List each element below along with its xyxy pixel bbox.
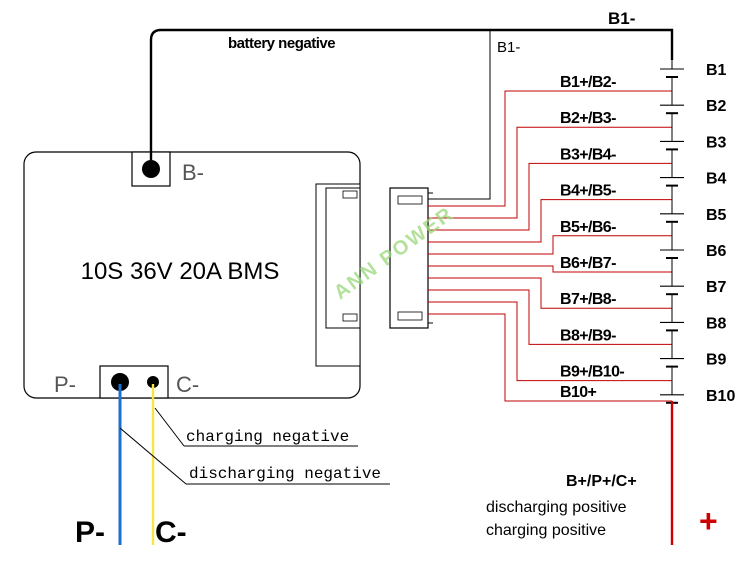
balance-wires: B1+/B2- B2+/B3- B3+/B4- B4+/B5- B5+/B6- B6+/B…: [428, 74, 672, 402]
discharging-negative-callout: [119, 427, 390, 485]
cell-label: B3: [706, 134, 727, 151]
discharging-negative-label: discharging negative: [189, 465, 381, 483]
b-minus-terminal-dot: [142, 160, 160, 178]
discharging-positive-label: discharging positive: [486, 499, 627, 516]
balance-wire-label: B7+/B8-: [560, 291, 616, 308]
balance-wire-label: B5+/B6-: [560, 219, 616, 236]
balance-wire: [428, 162, 672, 231]
balance-wire: [428, 199, 672, 243]
cell-label: B2: [706, 98, 727, 115]
positive-terminal-title: B+/P+/C+: [566, 473, 637, 490]
cell-label: B1: [706, 62, 727, 79]
cell-label: B5: [706, 207, 727, 224]
charging-negative-label: charging negative: [186, 428, 349, 446]
balance-wire-label: B6+/B7-: [560, 255, 616, 272]
balance-wire-label: B8+/B9-: [560, 327, 616, 344]
b1-minus-connector-label: B1-: [497, 39, 520, 56]
plus-sign: +: [699, 503, 718, 539]
balance-plug: [389, 187, 433, 329]
balance-wire-label: B3+/B4-: [560, 146, 616, 163]
balance-wire-label: B9+/B10-: [560, 364, 624, 381]
cell-label: B10: [706, 388, 735, 405]
balance-wire-label: B10+: [560, 384, 597, 401]
balance-wire: [428, 301, 672, 382]
p-minus-terminal-dot: [111, 373, 129, 391]
battery-negative-wire: [149, 28, 674, 200]
battery-negative-label: battery negative: [228, 35, 335, 52]
balance-wire: [428, 313, 672, 402]
balance-wire: [428, 265, 672, 273]
charging-negative-callout: [154, 407, 358, 447]
c-minus-big-label: C-: [155, 516, 187, 549]
balance-wire-label: B4+/B5-: [560, 183, 616, 200]
board-connector-socket: [315, 183, 361, 367]
cell-label: B9: [706, 352, 727, 369]
cell-label: B6: [706, 243, 727, 260]
balance-wire: [428, 277, 672, 309]
balance-wire-label: B2+/B3-: [560, 110, 616, 127]
balance-wire: [428, 126, 672, 219]
p-minus-big-label: P-: [75, 516, 105, 549]
balance-wire: [428, 289, 672, 345]
b-minus-label: B-: [182, 160, 204, 185]
p-minus-board-label: P-: [54, 372, 76, 397]
cell-label: B7: [706, 279, 727, 296]
balance-wire: [428, 90, 672, 207]
board-title: 10S 36V 20A BMS: [81, 258, 280, 285]
balance-wire: [428, 235, 672, 255]
balance-wire-label: B1+/B2-: [560, 74, 616, 91]
cell-label: B4: [706, 171, 727, 188]
c-minus-board-label: C-: [176, 372, 199, 397]
cell-label: B8: [706, 315, 727, 332]
b1-minus-top-label: B1-: [608, 9, 635, 28]
charging-positive-label: charging positive: [486, 522, 606, 539]
c-minus-terminal-dot: [147, 376, 159, 388]
